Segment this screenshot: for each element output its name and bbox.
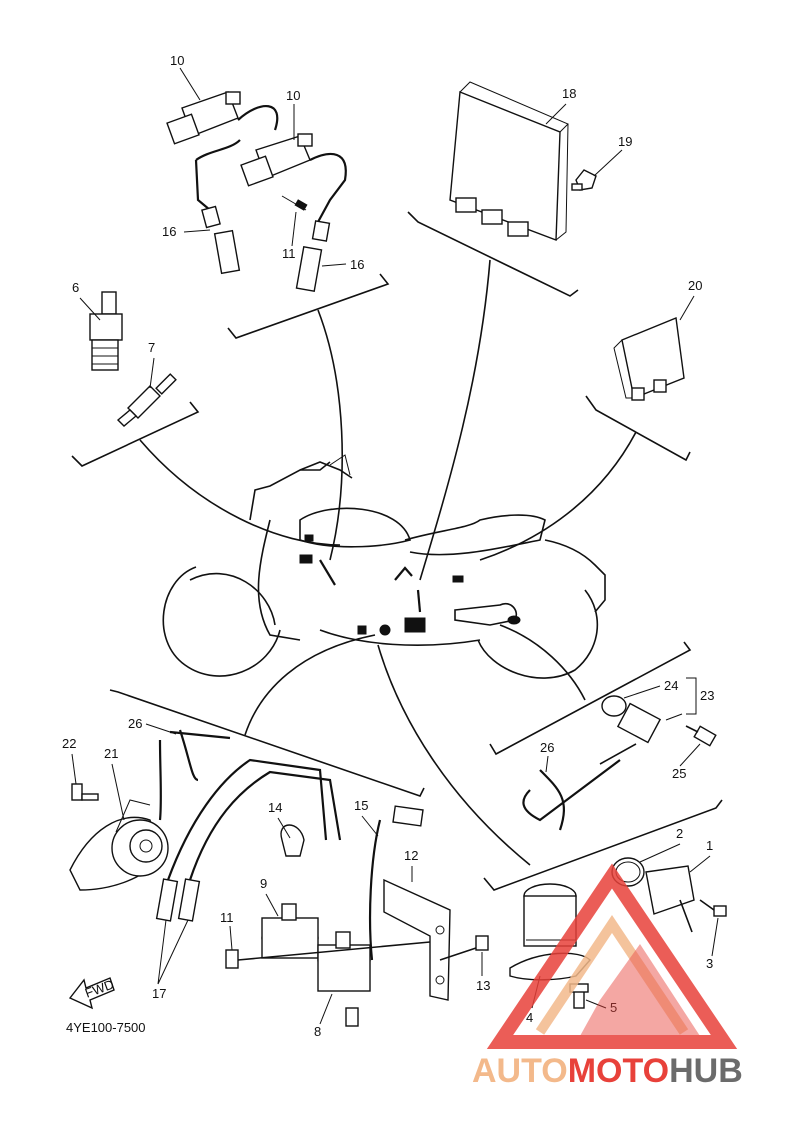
- callout-18: 18: [562, 86, 576, 101]
- watermark-part-hub: HUB: [669, 1052, 743, 1090]
- coil-bolt-11: [225, 941, 431, 969]
- spark-plug-cap-left: [201, 205, 241, 275]
- watermark-triangle-outer: [486, 863, 738, 1049]
- callout-labels: 10 10 16 11 16 18 19 20 6 7 24 23 26 25 …: [62, 53, 714, 1039]
- callout-24: 24: [664, 678, 678, 693]
- callout-3: 3: [706, 956, 713, 971]
- ignition-coil-assembly-top: [166, 91, 347, 293]
- callout-6: 6: [72, 280, 79, 295]
- callout-22: 22: [62, 736, 76, 751]
- watermark-text: AUTOMOTOHUB: [472, 1052, 743, 1090]
- group-brackets: [71, 211, 723, 891]
- speed-sensor-bolt: [685, 725, 717, 747]
- watermark-triangle-inner: [535, 914, 689, 1035]
- ignition-coil-upper-right: [240, 133, 313, 187]
- callout-12: 12: [404, 848, 418, 863]
- callout-13: 13: [476, 978, 490, 993]
- relay-unit: [613, 317, 685, 401]
- horn-wire-harness: [158, 729, 231, 821]
- callout-11b: 11: [220, 910, 234, 925]
- watermark-triangle-fill: [580, 944, 700, 1036]
- watermark-part-auto: AUTO: [472, 1052, 568, 1090]
- fwd-arrow: FWD: [68, 977, 116, 1010]
- callout-17: 17: [152, 986, 166, 1001]
- leader-curves: [139, 259, 637, 866]
- callout-11a: 11: [282, 246, 296, 261]
- svg-text:AUTOMOTOHUB: AUTOMOTOHUB: [472, 1052, 743, 1090]
- callout-16a: 16: [162, 224, 176, 239]
- fwd-arrow-label: FWD: [83, 977, 116, 1001]
- ignition-coil-9: [261, 903, 319, 959]
- bracket-bolt-13: [439, 935, 489, 961]
- ecu-bolt: [571, 169, 597, 191]
- watermark-part-moto: MOTO: [568, 1052, 669, 1090]
- horn: [69, 799, 169, 891]
- speed-sensor: [599, 695, 662, 765]
- callout-leaders: [71, 67, 719, 1025]
- callout-14: 14: [268, 800, 282, 815]
- ecu-unit: [449, 81, 569, 241]
- ignition-coil-upper-left: [166, 91, 241, 145]
- callout-26b: 26: [540, 740, 554, 755]
- pump-screw-3: [699, 899, 727, 917]
- ignition-coil-8: [317, 931, 371, 1027]
- callout-15: 15: [354, 798, 368, 813]
- pump-unit: [509, 883, 591, 981]
- diagram-code: 4YE100-7500: [66, 1020, 146, 1035]
- callout-10b: 10: [286, 88, 300, 103]
- callout-7: 7: [148, 340, 155, 355]
- thermo-switch: [89, 291, 123, 371]
- callout-23: 23: [700, 688, 714, 703]
- callout-25: 25: [672, 766, 686, 781]
- callout-9: 9: [260, 876, 267, 891]
- temperature-sensor: [116, 373, 177, 427]
- callout-1: 1: [706, 838, 713, 853]
- callout-16b: 16: [350, 257, 364, 272]
- callout-5: 5: [610, 1000, 617, 1015]
- callout-21: 21: [104, 746, 118, 761]
- callout-10a: 10: [170, 53, 184, 68]
- callout-4: 4: [526, 1010, 533, 1025]
- coil-bracket-12: [383, 878, 451, 1001]
- speed-sensor-cable: [522, 759, 621, 831]
- callout-2: 2: [676, 826, 683, 841]
- pump-cover: [645, 865, 695, 933]
- motorcycle-outline: [162, 454, 606, 679]
- plug-leads-17: [155, 758, 342, 922]
- callout-19: 19: [618, 134, 632, 149]
- callout-26a: 26: [128, 716, 142, 731]
- sub-harness-15: [368, 805, 424, 961]
- callout-20: 20: [688, 278, 702, 293]
- callout-8: 8: [314, 1024, 321, 1039]
- horn-bolt: [71, 783, 99, 801]
- spark-plug-cap-right: [295, 220, 331, 293]
- watermark-logo: [486, 863, 738, 1049]
